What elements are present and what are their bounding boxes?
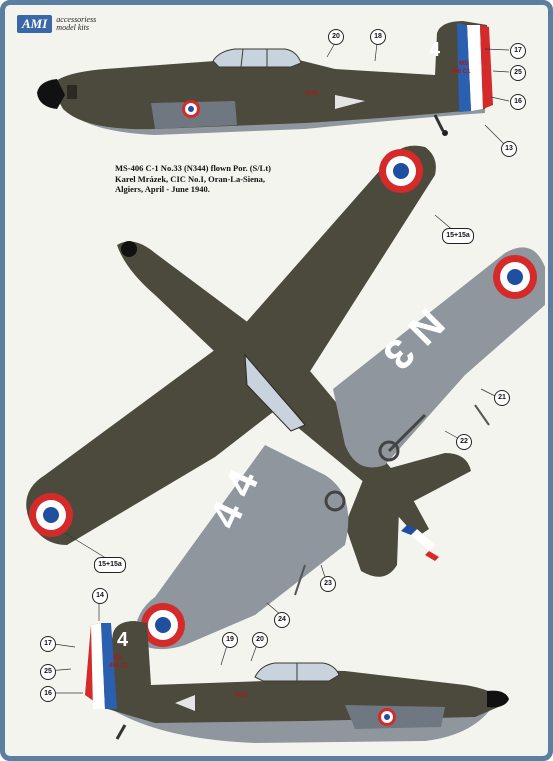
top-profile-fuselage (51, 21, 491, 130)
bottom-fuselage-code: N-33 (235, 693, 249, 699)
brand-line-2: model kits (56, 23, 89, 32)
bottom-fin-type: MS (113, 655, 122, 661)
callout-13: 13 (501, 141, 517, 157)
side-profile-top (37, 21, 493, 136)
callout-22: 22 (456, 434, 472, 450)
bottom-profile-fuselage (101, 621, 503, 723)
top-profile-spinner (37, 79, 65, 109)
top-tail-number: 4 (429, 39, 441, 61)
plan-view-spinner (121, 241, 137, 257)
bottom-profile-spinner (487, 690, 509, 708)
caption-line-2: Karel Mrázek, CIC No.I, Oran-La-Siena, (115, 173, 265, 184)
caption-line-3: Algiers, April - June 1940. (115, 184, 210, 194)
top-fin-serial: 406 C1 (451, 69, 471, 75)
plan-view-upper (26, 145, 471, 577)
top-profile-canopy (212, 48, 302, 68)
callout-17-top: 17 (510, 43, 526, 59)
callout-16-top: 16 (510, 94, 526, 110)
top-profile-chevron (335, 95, 365, 109)
callout-17-bottom: 17 (40, 636, 56, 652)
plan-view-rudder-tip (411, 529, 435, 551)
bottom-fin-serial: 406 C1 (109, 663, 129, 669)
callout-19: 19 (222, 632, 238, 648)
callout-23: 23 (320, 576, 336, 592)
plan-view-tailplane (345, 453, 471, 577)
bottom-tail-number: 4 (117, 629, 129, 651)
bottom-profile-chevron (175, 695, 195, 711)
brand-tagline: accessoriess model kits (56, 16, 96, 32)
callout-16-bottom: 16 (40, 686, 56, 702)
brand-block: AMI accessoriess model kits (17, 15, 96, 33)
callout-20-top: 20 (328, 29, 344, 45)
bottom-profile-rudder-stripe-white (91, 623, 105, 709)
aircraft-caption: MS-406 C-1 No.33 (N344) flown Por. (S/Lt… (115, 163, 271, 195)
aircraft-artwork (26, 21, 545, 743)
callout-21: 21 (494, 390, 510, 406)
callout-24: 24 (274, 612, 290, 628)
brand-line-1: accessoriess (56, 15, 97, 24)
callout-25-bottom: 25 (40, 664, 56, 680)
caption-line-1: MS-406 C-1 No.33 (N344) flown Por. (S/Lt… (115, 163, 271, 173)
callout-25-top: 25 (510, 65, 526, 81)
plan-view-canopy (244, 353, 306, 432)
bottom-profile-rudder-stripe-blue (101, 623, 117, 709)
top-profile-rudder-stripe-blue (457, 23, 471, 112)
callout-15-15a-bottom: 15+15a (94, 557, 126, 573)
underside-left-wing (134, 445, 349, 650)
top-fin-type: MS (459, 61, 468, 67)
callout-14: 14 (92, 588, 108, 604)
callout-18-top: 18 (370, 29, 386, 45)
top-fuselage-code: N-33 (305, 91, 319, 97)
callout-20-bottom: 20 (252, 632, 268, 648)
top-profile-rudder-stripe-white (467, 25, 483, 111)
top-profile-rudder-stripe-red (480, 25, 493, 109)
side-profile-bottom (85, 621, 509, 743)
top-profile-exhaust (67, 85, 77, 99)
underside-right-wing (333, 247, 545, 468)
ami-logo: AMI (17, 15, 53, 33)
callout-15-15a-top: 15+15a (442, 228, 474, 244)
